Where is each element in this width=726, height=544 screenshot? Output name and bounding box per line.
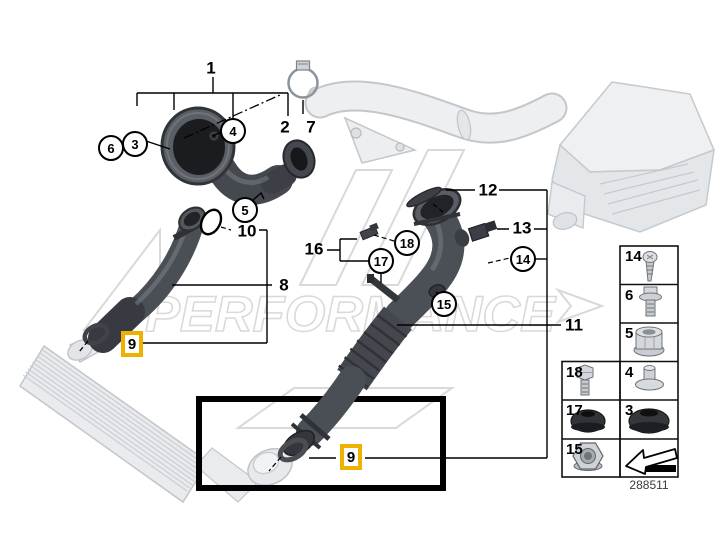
- callout-7: 7: [306, 117, 316, 137]
- charge-pipe-elbow: [160, 106, 297, 205]
- legend-table-grid: [561, 245, 679, 478]
- watermark-text: PERFORMANCE: [145, 286, 557, 342]
- o-ring-part10: [199, 208, 223, 236]
- grommet-icon: [628, 408, 670, 434]
- hex-bolt-icon: [576, 364, 594, 396]
- callout-3-circle: 3: [122, 131, 148, 157]
- callout-12: 12: [478, 180, 498, 200]
- lock-nut-icon: [572, 442, 604, 471]
- o-ring-part9-upper: [82, 322, 110, 346]
- callout-9-lower-highlight: 9: [340, 444, 362, 470]
- callout-16: 16: [304, 239, 324, 259]
- bracket-part16: [359, 222, 379, 241]
- callout-1: 1: [206, 58, 216, 78]
- callout-11: 11: [565, 315, 583, 335]
- flange-bolt-icon: [639, 286, 662, 317]
- bushing-icon: [635, 365, 664, 391]
- hose-clamp-part7: [287, 60, 319, 99]
- legend-num-17: 17: [566, 402, 583, 419]
- callout-5-circle: 5: [232, 197, 258, 223]
- air-filter-housing: [547, 81, 716, 233]
- callout-18-circle: 18: [394, 230, 420, 256]
- callout-2: 2: [280, 117, 290, 137]
- legend-num-14: 14: [625, 248, 642, 265]
- callout-lines: [136, 77, 561, 459]
- clean-air-duct: [304, 80, 568, 164]
- callout-10: 10: [237, 221, 257, 241]
- legend-num-15: 15: [566, 441, 583, 458]
- callout-15-circle: 15: [431, 291, 457, 317]
- direction-arrow-icon: [625, 448, 678, 475]
- intercooler: [19, 335, 293, 504]
- callout-13: 13: [512, 218, 532, 238]
- callout-14-circle: 14: [510, 246, 536, 272]
- legend-num-5: 5: [625, 325, 634, 342]
- callout-8: 8: [279, 275, 289, 295]
- sealing-disc-part12: [406, 186, 442, 208]
- legend-num-3: 3: [625, 402, 634, 419]
- flange-nut-icon: [633, 326, 665, 357]
- rubber-mount-icon: [570, 409, 606, 433]
- callout-9-upper-highlight: 9: [121, 331, 143, 357]
- sensor-part13: [467, 220, 498, 242]
- coupler-ring-part2: [282, 139, 316, 179]
- callout-6-circle: 6: [98, 135, 124, 161]
- legend-num-18: 18: [566, 363, 583, 381]
- center-line: [183, 94, 281, 139]
- callout-4-circle: 4: [220, 118, 246, 144]
- diagram-code: 288511: [629, 478, 669, 492]
- callout-17-circle: 17: [368, 248, 394, 274]
- legend-num-4: 4: [625, 363, 634, 381]
- screw-icon: [642, 251, 658, 282]
- legend-num-6: 6: [625, 286, 634, 304]
- callout-dashed-lines: [78, 203, 511, 472]
